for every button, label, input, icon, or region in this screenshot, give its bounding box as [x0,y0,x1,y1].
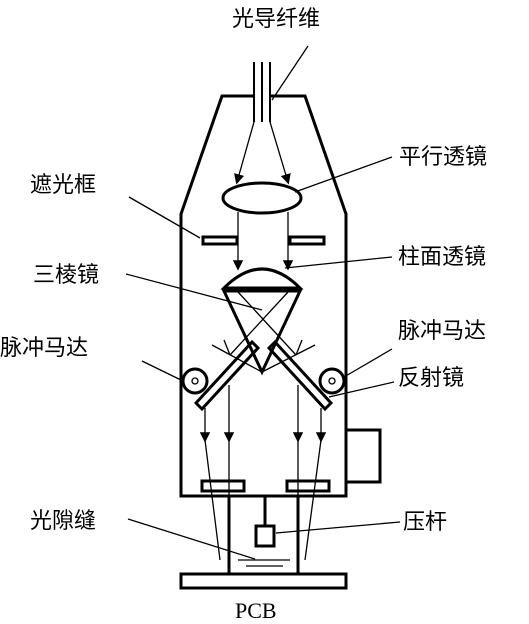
cylindrical-lens [220,267,304,290]
label-pcb: PCB [235,598,277,623]
label-mirror: 反射镜 [398,366,464,391]
label-collimating-lens: 平行透镜 [399,145,487,170]
mask-frame-left [201,235,239,246]
lower-chamber [227,496,300,574]
label-fiber: 光导纤维 [232,7,320,32]
label-press-rod: 压杆 [403,510,447,535]
label-pulse-motor-left: 脉冲马达 [0,336,88,361]
pulse-motor-right [318,367,346,395]
light-rays [199,121,327,561]
label-pulse-motor-right: 脉冲马达 [398,319,486,344]
label-prism: 三棱镜 [33,263,99,288]
collimating-lens [221,181,303,215]
prism [221,289,303,376]
leader-lines [125,45,401,560]
fiber-bundle [253,62,271,122]
pulse-motor-left [181,367,209,395]
mirror-right [266,339,334,412]
mask-frame-right [288,235,326,246]
label-mask-frame: 遮光框 [30,173,96,198]
slit-block-right [285,479,331,493]
slit-block-left [200,479,246,493]
press-rod [254,496,276,548]
mirror-left [193,339,261,412]
pcb-board [179,572,348,590]
label-slit: 光隙缝 [30,509,96,534]
label-cylindrical-lens: 柱面透镜 [398,245,486,270]
side-box [344,428,382,484]
